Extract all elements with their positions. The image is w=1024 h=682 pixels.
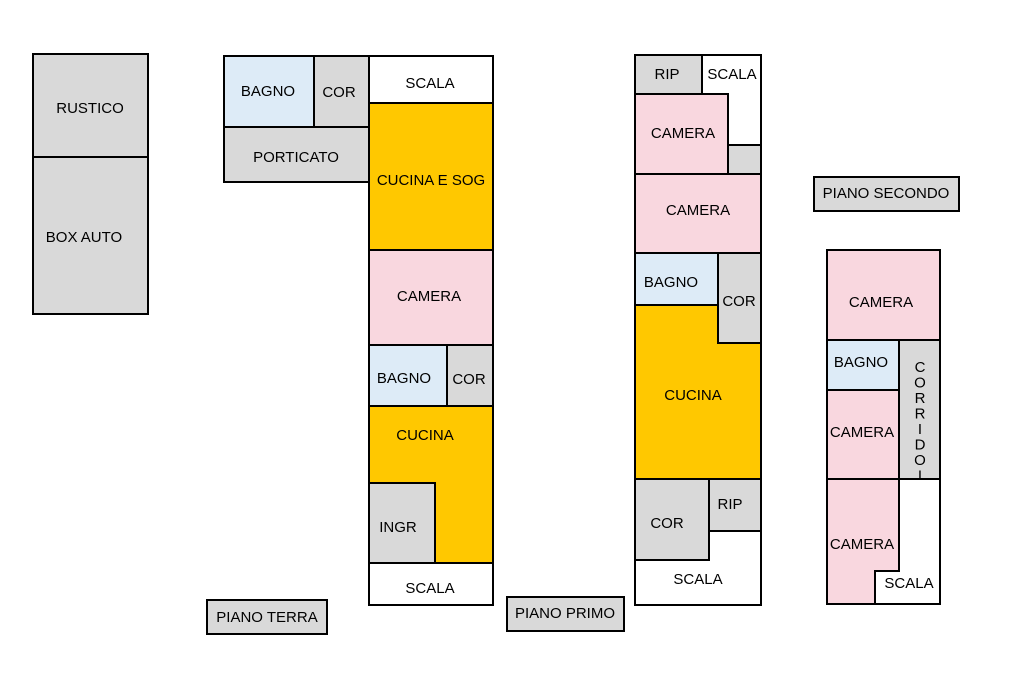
room-box-auto: [32, 156, 149, 315]
label-cor-annex: COR: [322, 84, 356, 101]
room-cor: [717, 252, 762, 344]
floor-label-piano-primo: PIANO PRIMO: [515, 605, 615, 622]
label-rip-top: RIP: [654, 66, 679, 83]
label-ingr: INGR: [379, 519, 417, 536]
floor-label-box: [813, 176, 960, 212]
label-camera: CAMERA: [397, 288, 461, 305]
label-bagno: BAGNO: [377, 370, 431, 387]
label-camera-1: CAMERA: [651, 125, 715, 142]
room-camera-2: [634, 173, 762, 254]
room-porticato: [223, 126, 370, 183]
label-scala-bottom: SCALA: [673, 571, 722, 588]
label-cor-bottom: COR: [650, 515, 684, 532]
room-ingr: [368, 482, 436, 564]
floor-label-piano-secondo: PIANO SECONDO: [823, 185, 950, 202]
label-camera-bottom: CAMERA: [830, 536, 894, 553]
label-bagno: BAGNO: [834, 354, 888, 371]
room-scala-top: [368, 55, 494, 104]
room-camera-bottom: [826, 478, 900, 605]
room-camera: [368, 249, 494, 346]
label-rip-bottom: RIP: [717, 496, 742, 513]
room-camera-top: [826, 249, 941, 341]
piano-secondo: PIANO SECONDO CAMERA BAGNO CORRIDOIO CAM…: [813, 176, 960, 605]
label-porticato: PORTICATO: [253, 149, 339, 166]
label-rustico: RUSTICO: [56, 100, 124, 117]
room-cor: [446, 344, 494, 407]
label-camera-mid: CAMERA: [830, 424, 894, 441]
label-scala-bottom: SCALA: [405, 580, 454, 597]
room-rustico: [32, 53, 149, 158]
label-camera-top: CAMERA: [849, 294, 913, 311]
label-scala-top: SCALA: [405, 75, 454, 92]
floor-label-piano-terra: PIANO TERRA: [216, 609, 317, 626]
room-camera-mid: [826, 389, 900, 480]
label-cor: COR: [452, 371, 486, 388]
label-bagno-annex: BAGNO: [241, 83, 295, 100]
room-closet: [727, 144, 762, 175]
label-scala-top: SCALA: [707, 66, 756, 83]
room-rip-bottom: [708, 478, 762, 532]
label-box-auto: BOX AUTO: [46, 229, 122, 246]
room-bagno: [634, 252, 719, 306]
label-cucina: CUCINA: [396, 427, 454, 444]
piano-primo: RIP SCALA CAMERA CAMERA CUCINA BAGNO COR…: [506, 54, 762, 632]
floor-label-box: [206, 599, 328, 635]
label-cucina: CUCINA: [664, 387, 722, 404]
room-scala-bottom: [368, 562, 494, 606]
room-camera-1: [634, 93, 729, 175]
outbuildings: RUSTICO BOX AUTO: [32, 53, 149, 315]
label-cor: COR: [722, 293, 756, 310]
label-camera-2: CAMERA: [666, 202, 730, 219]
label-bagno: BAGNO: [644, 274, 698, 291]
label-cucina-soggiorno: CUCINA E SOG: [377, 172, 485, 189]
label-scala: SCALA: [884, 575, 933, 592]
room-cor-bottom: [634, 478, 710, 561]
piano-terra: BAGNO COR PORTICATO SCALA CUCINA E SOG C…: [206, 55, 494, 635]
floor-label-box: [506, 596, 625, 632]
